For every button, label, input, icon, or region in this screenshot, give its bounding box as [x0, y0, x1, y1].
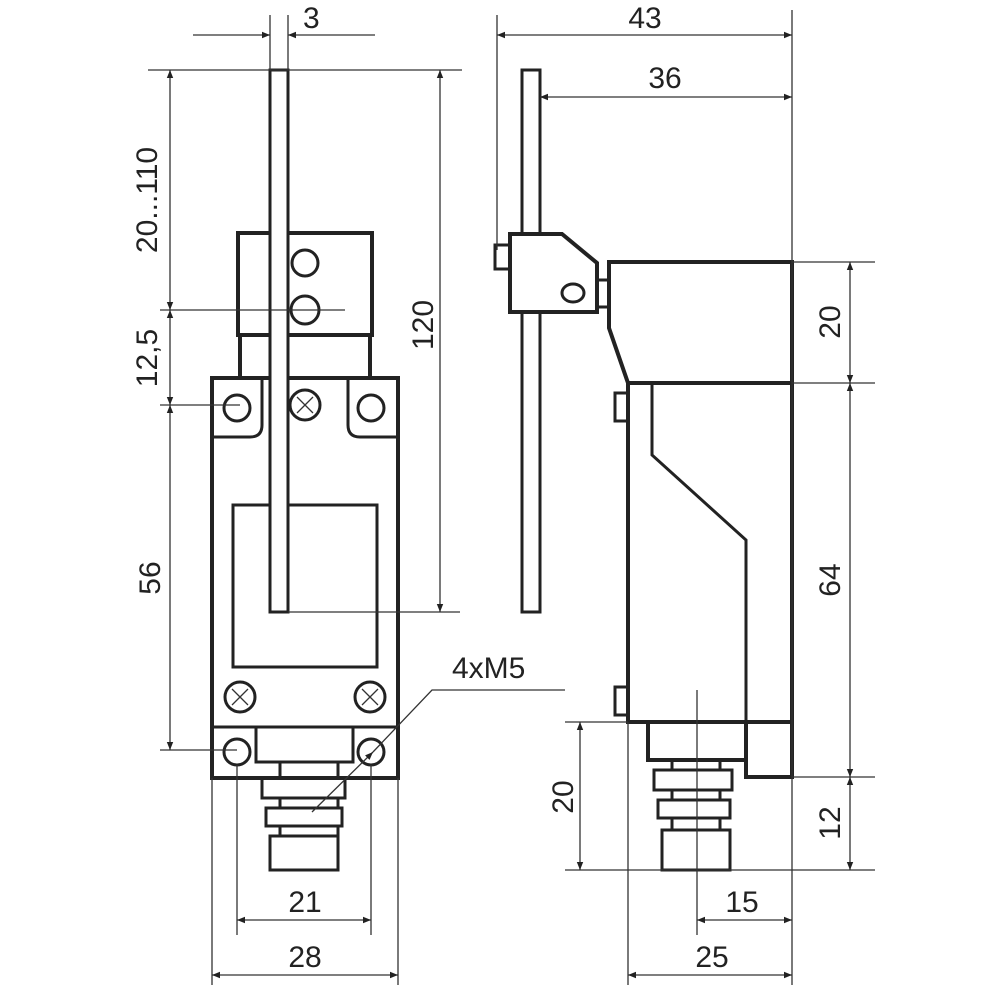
dim-plunger-height: 12 [814, 806, 847, 839]
lever-rod [268, 68, 290, 614]
plunger [260, 760, 347, 872]
dim-mounting-holes: 4xM5 [452, 652, 525, 685]
lever-clamp [236, 231, 374, 337]
screw-icon [288, 388, 322, 422]
clamp-hole [290, 248, 320, 278]
side-tab [613, 685, 630, 717]
dim-clamp-offset: 12,5 [131, 329, 164, 387]
mount-hole [356, 737, 386, 767]
dim-lever-length: 20...110 [131, 147, 164, 253]
dim-overall-depth: 43 [628, 2, 661, 35]
mount-ear [212, 378, 264, 439]
dim-body-depth: 25 [695, 941, 728, 974]
switch-head [607, 260, 794, 385]
front-view [210, 68, 400, 872]
front-dimensions: 3 20...110 12,5 56 120 4xM5 21 28 [131, 2, 565, 985]
screw-icon [223, 680, 257, 714]
dim-mount-pitch-vertical: 56 [134, 561, 167, 594]
dim-body-height: 64 [814, 563, 847, 596]
body-contour [650, 383, 748, 722]
dim-actuator-offset: 15 [725, 886, 758, 919]
lever-rod-side [520, 68, 542, 614]
plunger-base [254, 725, 355, 764]
hub-tab [493, 243, 512, 271]
side-tab [613, 391, 630, 423]
dim-body-width: 28 [288, 941, 321, 974]
mount-hole [356, 393, 386, 423]
dim-head-height: 20 [814, 305, 847, 338]
label-window [231, 503, 379, 669]
lever-hub [508, 232, 599, 314]
dim-rod-width: 3 [303, 2, 320, 35]
mount-hole [222, 393, 252, 423]
side-dimensions: 43 36 20 64 12 20 15 25 [496, 2, 875, 985]
mount-hole [222, 737, 252, 767]
side-view [493, 68, 794, 935]
hub-hole [560, 282, 586, 304]
dim-actuator-height: 20 [547, 780, 580, 813]
screw-icon [353, 680, 387, 714]
dim-lever-offset: 36 [648, 62, 681, 95]
dim-mount-pitch-horizontal: 21 [288, 886, 321, 919]
body-foot [744, 720, 794, 779]
dim-overall-height: 120 [407, 300, 440, 350]
mount-ear [346, 378, 398, 439]
